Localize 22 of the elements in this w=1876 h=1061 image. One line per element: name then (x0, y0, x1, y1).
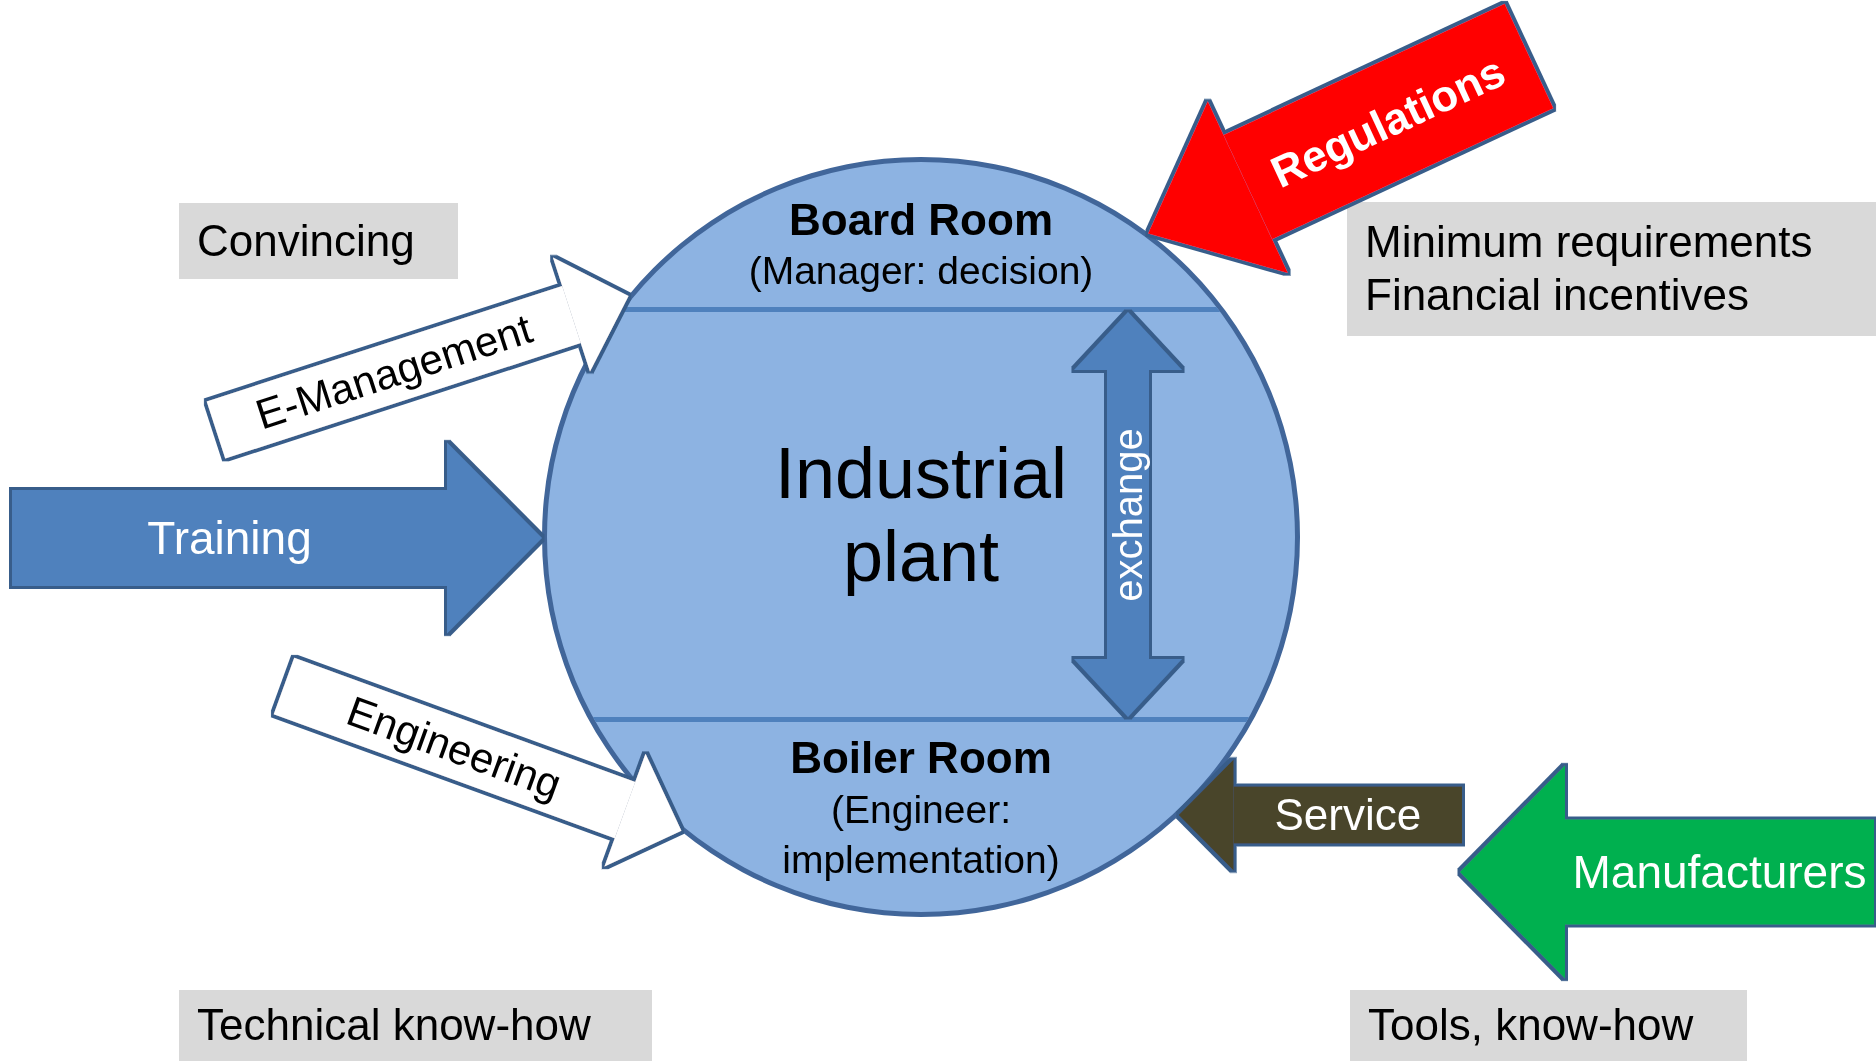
band-heading: Board Room (789, 193, 1053, 246)
block-arrow (1460, 765, 1874, 979)
band-heading: Boiler Room (790, 732, 1052, 784)
note-text: Convincing (197, 214, 416, 267)
note-box (179, 990, 652, 1061)
band-subtitle: (Engineer: implementation) (781, 786, 1061, 884)
band-subtitle: (Manager: decision) (748, 248, 1094, 295)
note-box (1347, 202, 1876, 336)
plant-title: Industrial plant (773, 431, 1069, 598)
edge-label: Service (1274, 793, 1422, 837)
note-text: Technical know-how (197, 999, 592, 1052)
note-box (1350, 990, 1747, 1061)
edge-label: Manufacturers (1572, 849, 1867, 895)
note-text: Tools, know-how (1368, 999, 1695, 1052)
edge-label: exchange (1108, 427, 1148, 602)
note-text: Financial incentives (1365, 269, 1750, 321)
block-arrow (12, 442, 542, 634)
block-arrow (1148, 3, 1554, 274)
note-box (179, 203, 458, 279)
block-arrow (1178, 759, 1462, 871)
block-arrow (1074, 312, 1182, 717)
note-text: Minimum requirements (1365, 216, 1814, 269)
